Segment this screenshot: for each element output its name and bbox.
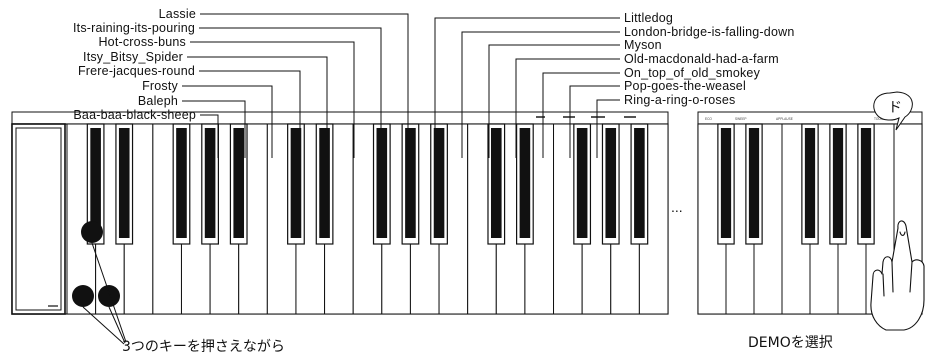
song-label-left: Lassie bbox=[159, 7, 196, 21]
leader-line bbox=[596, 99, 620, 158]
panel-labels-right: ECO SWEEP APPLAUSE TOUCH bbox=[705, 117, 886, 121]
black-key-top bbox=[832, 128, 844, 238]
black-key-top bbox=[576, 128, 588, 238]
song-label-left: Baleph bbox=[138, 94, 178, 108]
black-key-top bbox=[748, 128, 760, 238]
panel-label-eco: ECO bbox=[705, 117, 712, 121]
song-label-left: Hot-cross-buns bbox=[98, 35, 186, 49]
caption-select-demo: DEMOを選択 bbox=[748, 335, 833, 351]
panel-label-touch: TOUCH bbox=[874, 117, 886, 121]
black-key-top bbox=[720, 128, 732, 238]
black-key-top bbox=[319, 128, 330, 238]
black-key-top bbox=[634, 128, 645, 238]
black-key-top bbox=[118, 128, 130, 238]
black-key-top bbox=[490, 128, 502, 238]
leader-line bbox=[199, 70, 301, 158]
leader-line bbox=[182, 100, 246, 158]
black-key-top bbox=[233, 128, 245, 238]
leader-line bbox=[515, 58, 620, 158]
panel-label-sweep: SWEEP bbox=[735, 117, 747, 121]
song-label-right: Pop-goes-the-weasel bbox=[624, 79, 746, 93]
song-label-left: Frosty bbox=[142, 79, 178, 93]
song-label-right: On_top_of_old_smokey bbox=[624, 66, 761, 80]
black-key-top bbox=[204, 128, 216, 238]
left-keyboard: LassieIts-raining-its-pouringHot-cross-b… bbox=[11, 7, 794, 345]
black-key-top bbox=[860, 128, 872, 238]
song-label-left: Its-raining-its-pouring bbox=[73, 21, 195, 35]
bubble-katakana: ド bbox=[888, 100, 902, 116]
leader-line bbox=[488, 44, 620, 158]
song-labels: LassieIts-raining-its-pouringHot-cross-b… bbox=[73, 7, 794, 122]
black-key-top bbox=[290, 128, 302, 238]
black-key-top bbox=[376, 128, 388, 238]
leader-lines-left bbox=[182, 13, 409, 158]
speech-bubble: ド bbox=[873, 91, 913, 131]
song-label-right: Myson bbox=[624, 38, 662, 52]
black-key-top bbox=[405, 128, 416, 238]
song-label-left: Frere-jacques-round bbox=[78, 64, 195, 78]
black-key-top bbox=[519, 128, 531, 238]
leader-line bbox=[187, 56, 328, 158]
leader-line bbox=[200, 114, 219, 158]
panel-label-applause: APPLAUSE bbox=[776, 117, 793, 121]
right-keyboard: ECO SWEEP APPLAUSE TOUCH ド bbox=[697, 91, 925, 331]
song-label-left: Itsy_Bitsy_Spider bbox=[83, 50, 183, 64]
song-label-left: Baa-baa-black-sheep bbox=[73, 108, 196, 122]
press-dot-white-key-2 bbox=[98, 285, 120, 307]
keyboard-left-end bbox=[11, 123, 66, 315]
black-key-top bbox=[433, 128, 445, 238]
leader-line bbox=[569, 85, 620, 158]
song-label-right: Old-macdonald-had-a-farm bbox=[624, 52, 779, 66]
black-keys-right bbox=[717, 123, 875, 245]
leader-line bbox=[199, 27, 382, 158]
leader-line bbox=[542, 72, 620, 158]
leader-line bbox=[190, 41, 355, 158]
ellipsis: ... bbox=[671, 199, 683, 215]
leader-line bbox=[434, 17, 620, 158]
black-key-top bbox=[804, 128, 816, 238]
panel-marks bbox=[536, 116, 636, 118]
pointing-hand-icon bbox=[870, 220, 925, 331]
press-dot-white-key-1 bbox=[72, 285, 94, 307]
caption-press-three-keys: 3つのキーを押さえながら bbox=[122, 339, 285, 355]
song-label-right: London-bridge-is-falling-down bbox=[624, 25, 794, 39]
leader-line bbox=[461, 31, 620, 158]
leader-line bbox=[200, 13, 409, 158]
black-key-top bbox=[90, 128, 101, 238]
leader-line bbox=[182, 85, 273, 158]
black-key-top bbox=[176, 128, 187, 238]
black-key-top bbox=[605, 128, 617, 238]
caption-pointer-lines bbox=[82, 242, 127, 345]
leader-lines-right bbox=[434, 17, 620, 158]
press-dot-black-key bbox=[81, 221, 103, 243]
song-label-right: Ring-a-ring-o-roses bbox=[624, 93, 735, 107]
song-label-right: Littledog bbox=[624, 11, 673, 25]
